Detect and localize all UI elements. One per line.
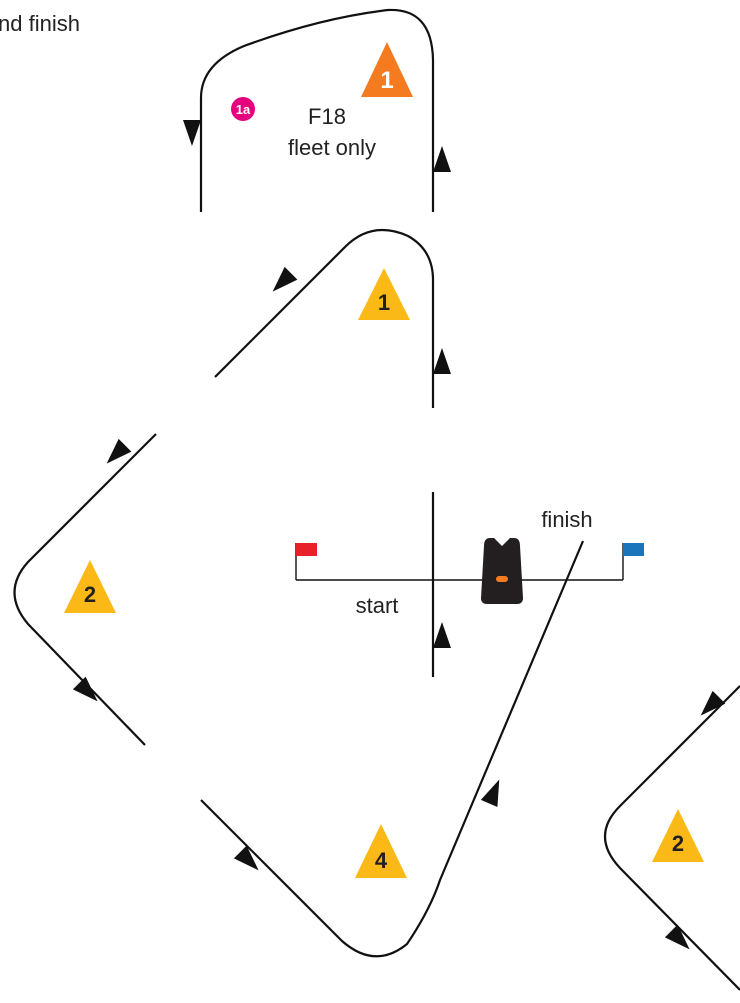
mark-label: 2	[84, 582, 96, 607]
f18-label: F18	[308, 104, 346, 129]
mark-1-yellow: 1	[358, 268, 410, 320]
yellow-triangle-icon	[652, 809, 704, 862]
boat-light-icon	[496, 576, 508, 582]
mark-1a-label: 1a	[236, 102, 251, 117]
arrow-down-right-icon	[72, 676, 104, 708]
blue-flag-icon	[623, 543, 644, 556]
mark-1a: 1a	[231, 97, 255, 121]
mark-label: 1	[380, 67, 393, 94]
committee-boat-icon	[481, 538, 523, 604]
mark-2-yellow-left: 2	[64, 560, 116, 613]
mark-label: 2	[672, 831, 684, 856]
arrow-down-right-icon	[233, 845, 265, 877]
track-f18-loop	[199, 8, 435, 212]
start-line	[295, 543, 644, 581]
arrow-down-left-icon	[100, 438, 132, 470]
track-mark-4-rounding	[200, 540, 585, 958]
mark-label: 1	[378, 290, 390, 315]
mark-2-yellow-right: 2	[652, 809, 704, 862]
arrow-up-icon	[433, 622, 451, 648]
arrow-up-icon	[433, 146, 451, 172]
mark-label: 4	[375, 848, 388, 873]
committee-boat	[481, 538, 523, 604]
finish-label: finish	[541, 507, 592, 532]
yellow-triangle-icon	[358, 268, 410, 320]
yellow-triangle-icon	[355, 824, 407, 878]
arrow-down-icon	[183, 120, 201, 146]
track-mark-2-left-rounding	[13, 433, 157, 746]
track-mark-2-right-rounding	[604, 685, 740, 991]
arrow-up-right-icon	[480, 776, 508, 807]
orange-triangle-icon	[361, 42, 413, 97]
mark-4-yellow: 4	[355, 824, 407, 878]
mark-1-orange: 1	[361, 42, 413, 97]
arrow-up-icon	[433, 348, 451, 374]
fleet-only-label: fleet only	[288, 135, 376, 160]
arrow-down-left-icon	[266, 266, 298, 298]
title-fragment: nd finish	[0, 11, 80, 36]
red-flag-icon	[296, 543, 317, 556]
pink-circle-icon	[231, 97, 255, 121]
track-mark-1-rounding	[214, 229, 435, 408]
start-label: start	[356, 593, 399, 618]
yellow-triangle-icon	[64, 560, 116, 613]
